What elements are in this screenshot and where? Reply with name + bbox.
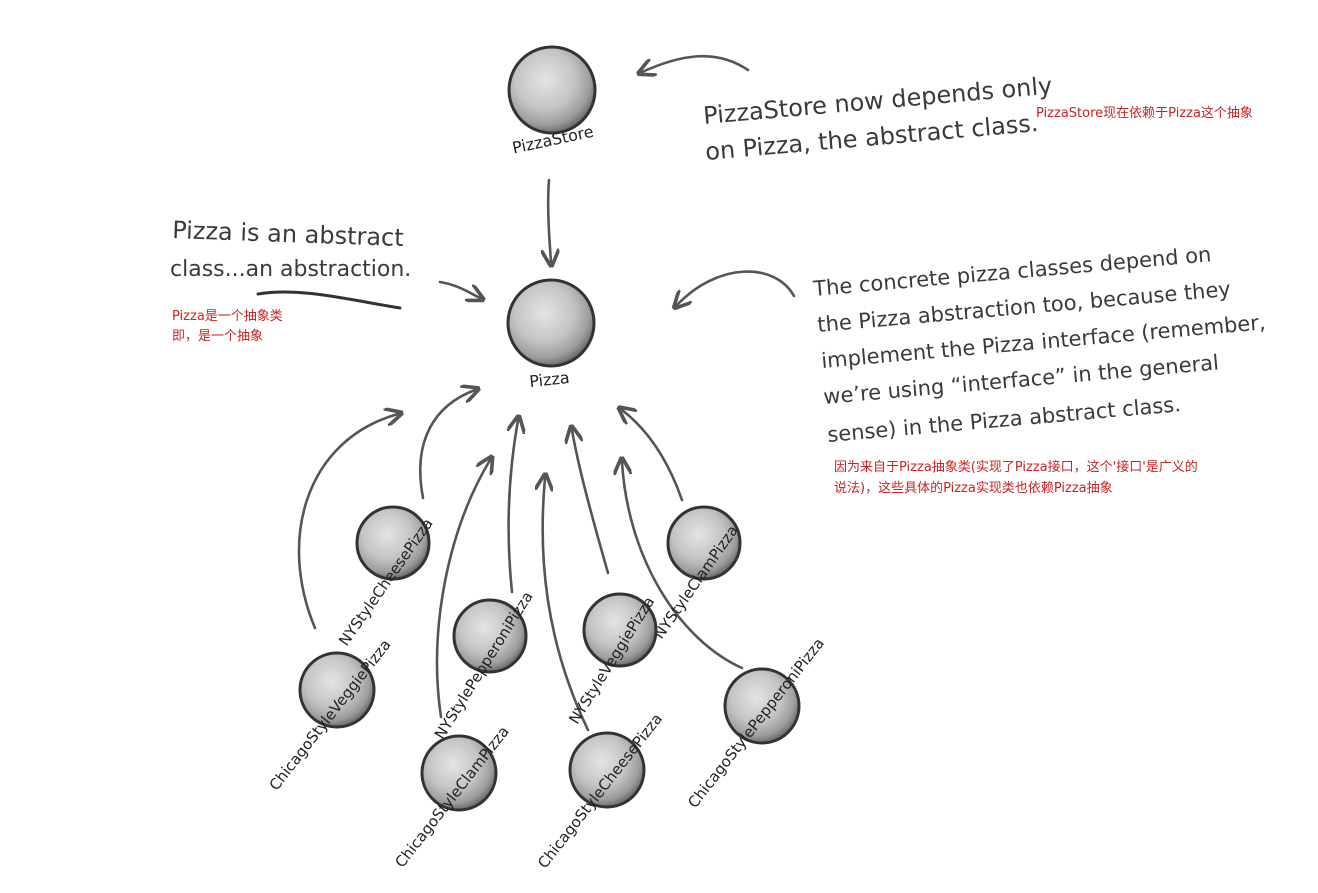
pizza-label: Pizza xyxy=(528,368,570,391)
node-chicago-veggie: ChicagoStyleVeggiePizza xyxy=(266,636,395,794)
pizzastore-circle xyxy=(507,45,597,135)
arrow-chicago-cheese xyxy=(543,478,590,732)
note-pizza-line2: class...an abstraction. xyxy=(170,257,411,282)
arrow-ny-cheese xyxy=(418,390,475,500)
note-pizza-zh1: Pizza是一个抽象类 xyxy=(172,309,283,324)
chicago-pepperoni-circle xyxy=(723,667,801,745)
node-chicago-pepperoni: ChicagoStylePepperoniPizza xyxy=(684,634,828,811)
arrow-store-to-pizza xyxy=(548,178,551,262)
pizza-circle xyxy=(506,278,596,368)
chicago-pepperoni-label: ChicagoStylePepperoniPizza xyxy=(684,634,828,811)
ny-cheese-circle xyxy=(355,505,431,581)
ny-pepperoni-circle xyxy=(452,598,528,674)
note-pizza: Pizza is an abstract class...an abstract… xyxy=(170,216,411,344)
ny-clam-circle xyxy=(666,505,742,581)
note-concrete-zh1: 因为来自于Pizza抽象类(实现了Pizza接口，这个'接口'是广义的 xyxy=(834,459,1198,475)
arrows xyxy=(297,54,796,732)
arrow-ny-veggie xyxy=(572,430,610,575)
note-concrete: The concrete pizza classes depend on the… xyxy=(811,242,1266,496)
arrow-chicago-pepperoni xyxy=(622,462,744,670)
arrow-chicago-veggie xyxy=(297,414,398,630)
arrow-ny-pepperoni xyxy=(509,420,518,594)
node-ny-clam: NYStyleClamPizza xyxy=(650,505,742,642)
node-ny-cheese: NYStyleCheesePizza xyxy=(335,505,437,649)
node-chicago-cheese: ChicagoStyleCheesePizza xyxy=(534,710,666,872)
arrow-store-note xyxy=(642,54,750,72)
node-pizzastore: PizzaStore xyxy=(507,45,597,158)
node-chicago-clam: ChicagoStyleClamPizza xyxy=(391,723,512,871)
arrow-concrete-note xyxy=(677,270,796,305)
arrow-chicago-clam xyxy=(435,460,490,719)
node-ny-veggie: NYStyleVeggiePizza xyxy=(565,592,658,727)
note-pizzastore: PizzaStore now depends only on Pizza, th… xyxy=(702,72,1253,166)
node-pizza: Pizza xyxy=(506,278,596,391)
note-pizzastore-zh: PizzaStore现在依赖于Pizza这个抽象 xyxy=(1036,105,1253,121)
note-concrete-zh2: 说法)，这些具体的Pizza实现类也依赖Pizza抽象 xyxy=(834,480,1113,496)
arrow-pizza-note xyxy=(438,280,480,298)
chicago-clam-circle xyxy=(420,734,498,812)
note-pizza-line1: Pizza is an abstract xyxy=(172,216,404,252)
note-pizza-zh2: 即，是一个抽象 xyxy=(172,329,263,344)
note-pizza-underline xyxy=(256,290,402,310)
node-ny-pepperoni: NYStylePepperoniPizza xyxy=(431,588,537,742)
chicago-cheese-circle xyxy=(568,731,646,809)
chicago-veggie-circle xyxy=(298,651,376,729)
ny-veggie-circle xyxy=(582,592,658,668)
arrow-ny-clam xyxy=(622,410,684,502)
